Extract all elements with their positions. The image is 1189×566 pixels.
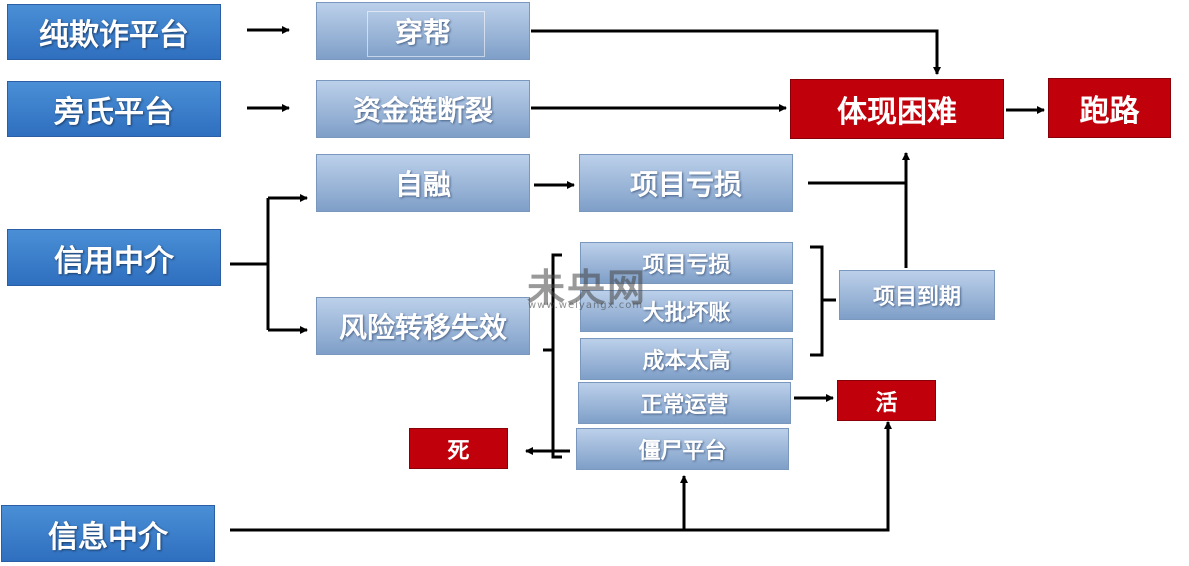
node-capital-chain: 资金链断裂 — [316, 80, 530, 138]
node-self-financing: 自融 — [316, 154, 530, 212]
node-capital-chain-label: 资金链断裂 — [352, 94, 493, 127]
node-bad-debts-label: 大批坏账 — [642, 301, 731, 326]
node-self-financing-label: 自融 — [394, 168, 451, 201]
category-info-agency: 信息中介 — [1, 505, 215, 562]
watermark-logo: 未央网 — [527, 266, 648, 310]
node-zombie-platform: 僵尸平台 — [576, 428, 789, 470]
category-ponzi: 旁氏平台 — [7, 81, 221, 137]
category-credit-agency-label: 信用中介 — [54, 243, 174, 279]
node-normal-ops-label: 正常运营 — [640, 393, 729, 418]
node-high-cost: 成本太高 — [580, 338, 793, 380]
node-project-loss-label: 项目亏损 — [629, 168, 742, 201]
category-pure-fraud-label: 纯欺诈平台 — [39, 18, 189, 53]
category-info-agency-label: 信息中介 — [48, 519, 168, 555]
outcome-live: 活 — [837, 380, 936, 421]
outcome-withdraw-difficulty: 体现困难 — [790, 79, 1004, 139]
node-zombie-platform-label: 僵尸平台 — [638, 439, 727, 464]
node-bad-debts: 大批坏账 — [580, 290, 793, 332]
arrow-loss-to-difficulty — [808, 152, 910, 185]
node-normal-ops: 正常运营 — [578, 382, 791, 424]
node-chuanbang-frame — [367, 11, 485, 57]
category-ponzi-label: 旁氏平台 — [54, 95, 174, 130]
arrow-info-to-live — [884, 421, 892, 532]
outcome-withdraw-difficulty-label: 体现困难 — [837, 95, 957, 130]
watermark-url: www.weiyangx.com — [528, 300, 644, 311]
category-credit-agency: 信用中介 — [7, 229, 221, 286]
outcome-die-label: 死 — [447, 438, 470, 464]
node-chuanbang: 穿帮 — [316, 2, 530, 60]
outcome-run-away-label: 跑路 — [1079, 94, 1140, 129]
node-project-due-label: 项目到期 — [872, 285, 961, 310]
node-chuanbang-label: 穿帮 — [394, 16, 451, 49]
node-risk-transfer-fail: 风险转移失效 — [316, 297, 530, 355]
outcome-die: 死 — [409, 428, 508, 469]
node-project-loss: 项目亏损 — [579, 154, 793, 212]
node-project-loss-2: 项目亏损 — [580, 242, 793, 284]
node-project-due: 项目到期 — [839, 270, 995, 320]
bracket-risk — [551, 253, 562, 459]
node-risk-transfer-fail-label: 风险转移失效 — [338, 311, 507, 344]
arrow-chuanbang-to-difficulty — [531, 29, 941, 75]
node-high-cost-label: 成本太高 — [642, 349, 731, 374]
outcome-live-label: 活 — [875, 390, 898, 416]
category-pure-fraud: 纯欺诈平台 — [7, 4, 221, 60]
bracket-due — [810, 245, 824, 357]
node-project-loss-2-label: 项目亏损 — [642, 253, 731, 278]
outcome-run-away: 跑路 — [1048, 78, 1171, 138]
